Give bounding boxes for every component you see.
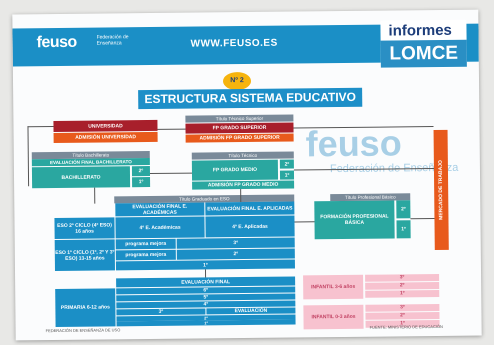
eval-aplicadas-box: EVALUACIÓN FINAL E. APLICADAS — [205, 201, 295, 216]
primaria-course-1: 1º — [116, 319, 296, 327]
issue-number-badge: Nº 2 — [222, 71, 252, 91]
admision-fp-medio-box: ADMISIÓN FP GRADO MEDIO — [192, 180, 295, 190]
infantil-0-3-course-2: 2º — [365, 311, 440, 320]
infantil-3-6-box: INFANTIL 3-6 años — [303, 274, 364, 300]
fp-basica-course-1: 1º — [396, 220, 411, 239]
eso-4-aplicadas-box: 4º E. Aplicadas — [205, 215, 295, 238]
fp-basica-course-2: 2º — [396, 200, 411, 219]
fp-grado-medio-box: FP GRADO MEDIO — [191, 159, 279, 181]
footer-left: FEDERACIÓN DE ENSEÑANZA DE USO — [45, 327, 121, 334]
infantil-0-3-box: INFANTIL 0-3 años — [303, 304, 364, 330]
primaria-evaluacion-3: EVALUACIÓN — [206, 307, 296, 315]
connector-line — [27, 126, 54, 128]
fp-superior-caption: Título Técnico Superior — [185, 114, 294, 123]
eso-4-academicas-box: 4º E. Académicas — [115, 216, 205, 239]
eso-1-ciclo-box: ESO 1º CICLO (1º, 2º Y 3º ESO) 13-15 año… — [54, 239, 115, 272]
feuso-logo: feuso — [36, 33, 77, 52]
informes-lomce-badge: informes LOMCE — [380, 19, 467, 69]
primaria-course-3: 3º — [116, 308, 206, 316]
site-url: WWW.FEUSO.ES — [190, 37, 278, 50]
connector-line — [27, 126, 30, 187]
fp-medio-course-1: 1º — [279, 170, 295, 180]
bachillerato-box: BACHILLERATO — [31, 166, 131, 189]
universidad-box: UNIVERSIDAD — [53, 119, 158, 133]
evaluacion-primaria-box: EVALUACIÓN FINAL — [116, 276, 296, 288]
admision-fp-superior-box: ADMISIÓN FP GRADO SUPERIOR — [185, 133, 294, 143]
lomce-label: LOMCE — [380, 39, 467, 68]
connector-line — [410, 218, 435, 220]
connector-line — [240, 189, 242, 203]
footer-right: FUENTE: MINISTERIO DE EDUCACIÓN — [369, 323, 443, 330]
logo-subtitle: Federación de Enseñanza — [96, 34, 129, 47]
evaluacion-bachillerato-box: EVALUACIÓN FINAL BACHILLERATO — [31, 158, 150, 167]
bachillerato-course-1: 1º — [132, 177, 151, 188]
fp-medio-caption: Título Técnico — [191, 151, 294, 160]
informes-label: informes — [388, 21, 452, 40]
connector-line — [204, 269, 207, 278]
admision-universidad-box: ADMISIÓN UNIVERSIDAD — [53, 131, 158, 144]
connector-line — [94, 187, 96, 204]
connector-line — [149, 172, 192, 175]
fp-basica-box: FORMACIÓN PROFESIONAL BÁSICA — [314, 200, 395, 240]
fp-grado-superior-box: FP GRADO SUPERIOR — [185, 122, 294, 134]
eso-2-ciclo-box: ESO 2º CICLO (4º ESO) 16 años — [54, 217, 115, 240]
mercado-trabajo-box: MERCADO DE TRABAJO — [433, 129, 449, 251]
infantil-3-6-course-1: 1º — [365, 289, 440, 298]
mercado-trabajo-label: MERCADO DE TRABAJO — [437, 160, 445, 220]
primaria-box: PRIMARIA 6-12 años — [55, 288, 116, 328]
connector-line — [157, 128, 186, 130]
eso-course-3: 3º — [176, 237, 295, 249]
watermark-logo: feuso — [305, 122, 402, 165]
infographic-sheet: feuso Federación de Enseñanza WWW.FEUSO.… — [12, 9, 482, 341]
programa-mejora-2: programa mejora — [115, 249, 176, 261]
eval-academicas-box: EVALUACIÓN FINAL E. ACADÉMICAS — [115, 202, 205, 217]
connector-line — [294, 221, 315, 223]
eso-course-2: 2º — [176, 248, 295, 260]
programa-mejora-1: programa mejora — [115, 238, 176, 250]
infantil-0-3-course-3: 3º — [365, 303, 440, 312]
bachillerato-course-2: 2º — [131, 166, 151, 177]
page-title: ESTRUCTURA SISTEMA EDUCATIVO — [138, 87, 363, 110]
infantil-3-6-course-3: 3º — [365, 273, 440, 282]
infantil-3-6-course-2: 2º — [365, 281, 440, 290]
fp-medio-course-2: 2º — [279, 159, 294, 169]
